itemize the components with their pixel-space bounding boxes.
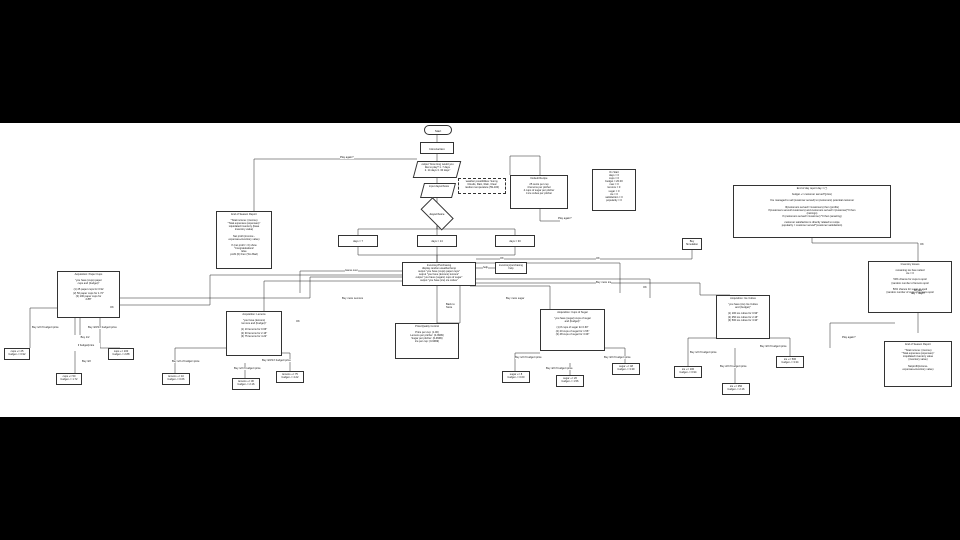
lemons-75-node: lemons += 75 budget -= 4.22 — [276, 371, 304, 383]
edge-label-lemon-buy: Buy 1/2 of budget>price — [172, 360, 200, 363]
edge — [29, 307, 60, 348]
edge — [253, 158, 417, 211]
output-how-long-text: output "How long would you like to play?… — [421, 163, 454, 173]
edge-label-ice-buy: Buy 2/2 if budget>price — [720, 365, 747, 368]
days-14-node: days = 14 — [417, 235, 457, 247]
edge-label-lemon-buy: Buy 3/2/3 if budget>price — [262, 359, 291, 362]
on-start-node: On Start days = 0 cups = 0 budget = 20.0… — [592, 169, 636, 211]
inventory-purchasing-node: Inventory/Purchasing display random weat… — [402, 262, 476, 286]
edge — [470, 282, 730, 296]
edge — [470, 285, 551, 309]
flowchart-canvas: Start Introduction output "How long woul… — [0, 123, 960, 417]
edge — [509, 155, 560, 222]
days-choice-decision: days/choice — [417, 197, 457, 231]
flowchart-edges — [29, 135, 919, 384]
edge-label-buy-more-lemons: Buy more Lemons — [342, 297, 364, 300]
edge-label-back-to-store: Back to Store — [446, 303, 455, 309]
edge — [437, 247, 516, 256]
edge-label-lemon-buy: Buy 1/2 if budget>price — [234, 367, 261, 370]
edge-label-play-again: Play again? — [340, 156, 354, 159]
edge-label-ok: OK — [643, 286, 647, 289]
edge-label-paper-buy: Buy 3/2/3 if budget>price — [88, 326, 117, 329]
days-choice-label: days/choice — [429, 212, 445, 216]
edge-label-game-over: Game over — [345, 269, 358, 272]
edge — [87, 276, 407, 299]
lemons-10-node: lemons += 10 budget -= 0.66 — [162, 373, 190, 385]
on-last-day-node: On last day < days? — [910, 289, 926, 296]
edge-label-help: help — [483, 266, 488, 269]
ice-100-node: ice += 100 budget -= 0.94 — [674, 366, 702, 378]
buy-simulation-node: Buy Simulation — [682, 238, 702, 250]
end-of-season-right-node: End of Season Report "Total income: (inc… — [884, 341, 952, 387]
edge — [299, 270, 402, 293]
edge-label-ok: OK — [110, 306, 114, 309]
cups-25-node: cups += 25 budget -= 0.92 — [4, 348, 30, 360]
edge — [768, 337, 791, 356]
edge — [120, 274, 407, 306]
edge — [687, 337, 720, 366]
start-node: Start — [424, 125, 452, 135]
ice-500-node: ice += 500 budget -= 3.34 — [776, 356, 804, 368]
edge-label-ok: OK — [296, 320, 300, 323]
edge-label-buy-more-ice: Buy more ice — [596, 281, 612, 284]
price-quality-node: Price/Quality Control Price per cup: (1.… — [395, 323, 459, 359]
edge — [514, 352, 540, 371]
sugar-20-node: sugar += 20 budget -= 1.56 — [556, 375, 584, 387]
sugar-8-node: sugar += 8 budget -= 0.60 — [502, 371, 530, 383]
edge — [174, 347, 232, 373]
days-30-node: days = 30 — [495, 235, 535, 247]
edge-label-buy-more-sugar: Buy more sugar — [506, 297, 525, 300]
inventory-help-node: inventory/purchasing help — [495, 262, 527, 274]
acquisition-paper-cups-node: Acquisition: Paper Cups "you have (cups)… — [57, 271, 120, 318]
acquisition-ice-node: Acquisition: Ice Cubes "you have (ice) I… — [716, 295, 770, 339]
edge-label-play-again: Play again? — [558, 217, 572, 220]
edge-label-sugar-buy: Buy 4/2 if budget>price — [546, 367, 573, 370]
acquisition-lemons-node: Acquisition: Lemons "you have (lemons) l… — [226, 311, 282, 356]
output-how-long-node: output "How long would you like to play?… — [412, 161, 462, 178]
paper-budget-select-node: if budget/price — [72, 343, 100, 351]
sugar-48-node: sugar += 48 budget -= 3.39 — [612, 363, 640, 375]
edge — [357, 247, 438, 262]
buy-paper-node: Buy 1/2 — [74, 335, 96, 343]
ice-250-node: ice += 250 budget -= 2.16 — [722, 383, 750, 395]
edge — [811, 238, 919, 261]
edge-label-ok: OK — [500, 257, 504, 260]
cups-100-node: cups += 100 budget -= 2.88 — [108, 348, 134, 360]
edge-label-ok: OK — [920, 243, 924, 246]
end-of-season-left-node: End of Season Report "Total income: (inc… — [216, 211, 272, 269]
edge-label-ice-buy: Buy 3/2 if budget>price — [760, 345, 787, 348]
edge — [263, 280, 407, 311]
acquisition-sugar-node: Acquisition: Cups of Sugar "you have (su… — [540, 309, 605, 351]
days-7-node: days = 7 — [338, 235, 378, 247]
edge-label-sugar-buy: Buy 1/2 if budget>price — [515, 356, 542, 359]
cups-50-node: cups += 50 budget -= 1.72 — [56, 373, 82, 385]
edge-label-sugar-buy: Buy 3/2 if budget>price — [604, 356, 631, 359]
edge-label-play-again: Play again? — [842, 336, 856, 339]
edge — [476, 278, 651, 298]
edge — [829, 322, 895, 348]
edge-label-paper-buy: Buy 3/2 — [82, 360, 91, 363]
edge-label-ok: OK — [596, 257, 600, 260]
edge-label-paper-buy: Buy 1/2 if budget>price — [32, 326, 59, 329]
weather-note-node: weather possibilities: Sunny, Clouds, Ra… — [458, 178, 506, 194]
default-recipe-node: Default Recipe 25 cents per cup 4 lemons… — [510, 175, 568, 209]
edge — [99, 318, 120, 349]
edge — [280, 352, 291, 371]
introduction-node: Introduction — [420, 142, 454, 154]
edge-label-ice-buy: Buy 1/2 if budget>price — [690, 351, 717, 354]
lemons-30-node: lemons += 30 budget -= 2.16 — [232, 378, 260, 390]
end-of-day-node: End of day report day = (") budget += cu… — [733, 185, 891, 238]
input-days-node: input days/choice — [419, 183, 457, 198]
inventory-losses-node: Inventory losses remaining ice has melte… — [868, 261, 952, 313]
input-days-text: input days/choice — [429, 185, 450, 188]
